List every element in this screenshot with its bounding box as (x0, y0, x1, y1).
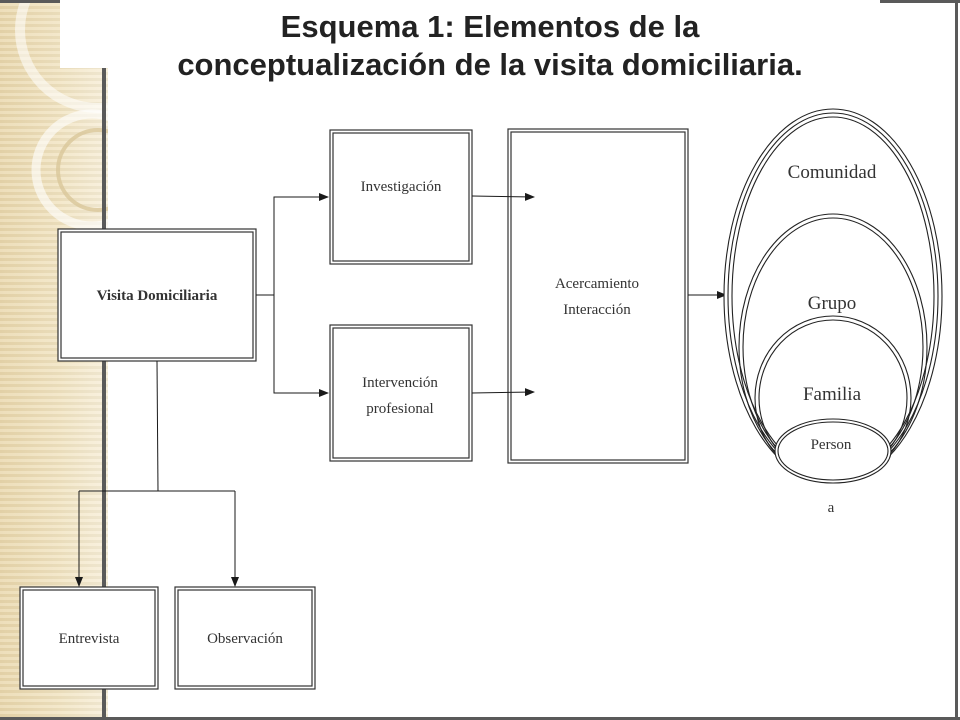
persona-label-line-1: Person (811, 437, 852, 453)
observacion-box: Observación (174, 586, 316, 690)
grupo-label: Grupo (808, 293, 857, 314)
nested-circles (723, 108, 943, 484)
title-line-1: Esquema 1: Elementos de la (280, 9, 700, 44)
investigacion-label: Investigación (361, 179, 442, 195)
decorative-ring-small (56, 128, 108, 212)
decorative-rings (15, 0, 108, 231)
comunidad-label: Comunidad (788, 162, 877, 183)
entrevista-label: Entrevista (59, 631, 120, 647)
arrow-investigacion-to-acercamiento (471, 192, 535, 201)
arrow-intervencion-to-acercamiento (471, 388, 535, 397)
observacion-label: Observación (207, 631, 283, 647)
visita-domiciliaria-box: Visita Domiciliaria (57, 228, 257, 362)
intervencion-label-line-2: profesional (366, 401, 433, 417)
intervencion-label-line-1: Intervención (362, 375, 438, 391)
intervencion-profesional-box: Intervención profesional (329, 324, 473, 462)
slide-title: Esquema 1: Elementos de la conceptualiza… (60, 8, 920, 84)
connectors (75, 192, 727, 587)
investigacion-box: Investigación (329, 129, 473, 265)
persona-label-line-2: a (828, 500, 835, 516)
acercamiento-label-line-2: Interacción (563, 302, 631, 318)
entrevista-box: Entrevista (19, 586, 159, 690)
acercamiento-label-line-1: Acercamiento (555, 276, 639, 292)
decorative-ring-outer (15, 0, 108, 113)
frame-right (955, 0, 958, 720)
familia-label: Familia (803, 384, 862, 405)
title-line-2: conceptualización de la visita domicilia… (177, 47, 803, 82)
connector-visita-down (156, 360, 159, 492)
persona-ellipse (774, 418, 892, 484)
acercamiento-interaccion-box: Acercamiento Interacción (507, 128, 689, 464)
visita-domiciliaria-label: Visita Domiciliaria (97, 288, 218, 304)
title-background (60, 0, 880, 68)
decorative-ring-inner (31, 109, 108, 231)
arrow-to-investigacion (273, 193, 329, 295)
arrow-to-intervencion (273, 295, 329, 397)
frame-bottom (0, 717, 960, 720)
